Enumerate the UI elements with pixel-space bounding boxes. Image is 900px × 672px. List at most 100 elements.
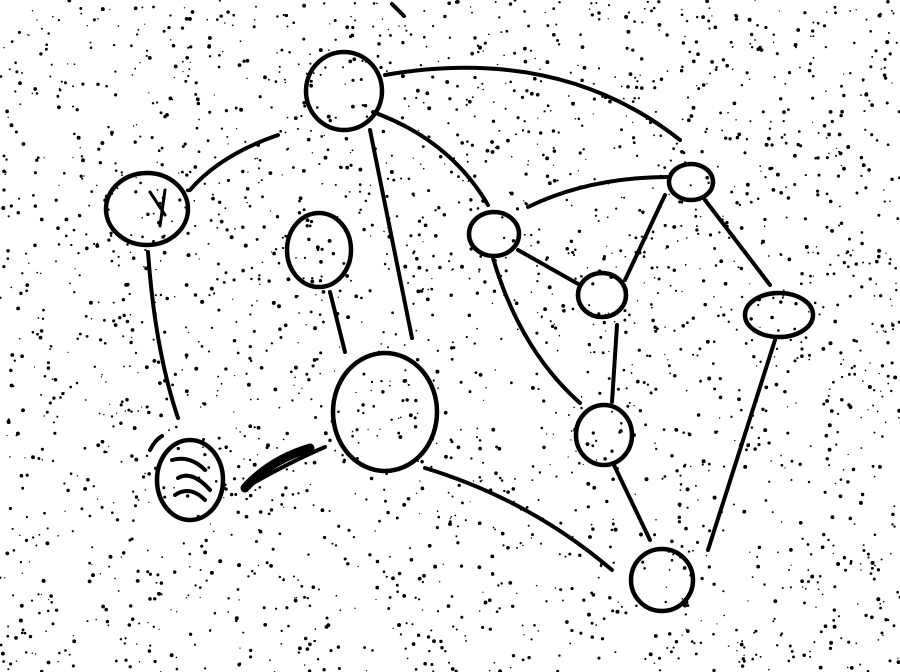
graph-edge (706, 338, 777, 552)
paper-speck (188, 552, 192, 556)
paper-speck (252, 25, 256, 29)
paper-speck (713, 387, 717, 391)
paper-speck (119, 637, 123, 641)
paper-speck (828, 341, 833, 346)
paper-speck (800, 272, 804, 276)
paper-speck (674, 427, 679, 432)
paper-speck (521, 624, 524, 627)
paper-speck (885, 252, 887, 254)
paper-speck (669, 284, 672, 287)
paper-speck (422, 241, 424, 243)
paper-speck (653, 325, 657, 329)
paper-speck (515, 207, 520, 211)
paper-speck (664, 326, 666, 328)
paper-speck (91, 573, 95, 578)
paper-speck (809, 62, 812, 66)
paper-speck (808, 353, 811, 357)
graph-edge (328, 290, 347, 354)
paper-speck (690, 640, 694, 643)
paper-speck (328, 509, 331, 513)
paper-speck (838, 494, 843, 499)
paper-speck (877, 213, 881, 217)
paper-speck (793, 183, 797, 186)
paper-speck (363, 103, 368, 108)
paper-speck (817, 173, 821, 177)
paper-speck (825, 457, 829, 461)
paper-speck (412, 157, 414, 159)
paper-speck (687, 118, 691, 123)
paper-speck (500, 479, 504, 482)
paper-speck (194, 366, 199, 371)
paper-speck (580, 406, 583, 410)
paper-speck (494, 369, 497, 371)
paper-speck (882, 73, 887, 78)
paper-speck (588, 535, 592, 539)
paper-speck (735, 328, 738, 331)
paper-speck (43, 415, 45, 417)
paper-speck (390, 154, 393, 157)
paper-speck (898, 416, 900, 419)
paper-speck (847, 372, 851, 376)
paper-speck (565, 198, 568, 202)
paper-speck (282, 438, 285, 441)
paper-speck (406, 244, 408, 247)
paper-speck (744, 342, 748, 345)
paper-speck (824, 433, 829, 438)
paper-speck (292, 470, 295, 472)
paper-speck (313, 640, 315, 642)
paper-speck (248, 424, 253, 429)
paper-speck (876, 597, 881, 602)
paper-speck (96, 498, 99, 500)
paper-speck (137, 371, 139, 374)
paper-speck (855, 9, 857, 11)
paper-speck (432, 379, 435, 382)
paper-speck (291, 399, 294, 402)
paper-speck (135, 124, 138, 126)
paper-speck (33, 204, 38, 208)
paper-speck (631, 121, 634, 123)
paper-speck (830, 228, 835, 233)
paper-speck (810, 35, 812, 38)
paper-speck (286, 25, 289, 28)
paper-speck (53, 377, 58, 382)
paper-speck (18, 618, 23, 623)
paper-speck (847, 453, 849, 456)
paper-speck (416, 88, 420, 93)
paper-speck (56, 226, 60, 230)
paper-speck (592, 97, 596, 101)
paper-speck (666, 646, 669, 650)
paper-speck (253, 572, 256, 575)
paper-speck (558, 334, 561, 337)
paper-speck (58, 88, 62, 92)
paper-speck (158, 381, 162, 385)
paper-speck (237, 464, 241, 469)
paper-speck (415, 96, 418, 100)
paper-speck (870, 133, 874, 137)
paper-speck (646, 354, 648, 357)
paper-speck (285, 606, 289, 610)
paper-speck (465, 103, 468, 107)
graph-edge (526, 175, 672, 209)
paper-speck (350, 279, 352, 282)
paper-speck (838, 150, 840, 153)
paper-speck (129, 313, 132, 316)
paper-speck (817, 588, 820, 591)
paper-speck (389, 33, 392, 37)
paper-speck (590, 635, 595, 639)
paper-speck (682, 566, 687, 570)
paper-speck (293, 116, 298, 120)
paper-speck (405, 622, 408, 625)
paper-speck (144, 248, 147, 252)
paper-speck (655, 327, 659, 331)
paper-speck (407, 281, 410, 284)
paper-speck (672, 147, 675, 151)
paper-speck (173, 295, 176, 298)
paper-speck (891, 323, 895, 327)
paper-speck (156, 360, 161, 364)
paper-speck (5, 551, 10, 556)
paper-speck (745, 182, 750, 187)
paper-speck (21, 272, 24, 275)
paper-speck (673, 373, 677, 378)
paper-speck (185, 494, 190, 498)
paper-speck (516, 592, 518, 595)
